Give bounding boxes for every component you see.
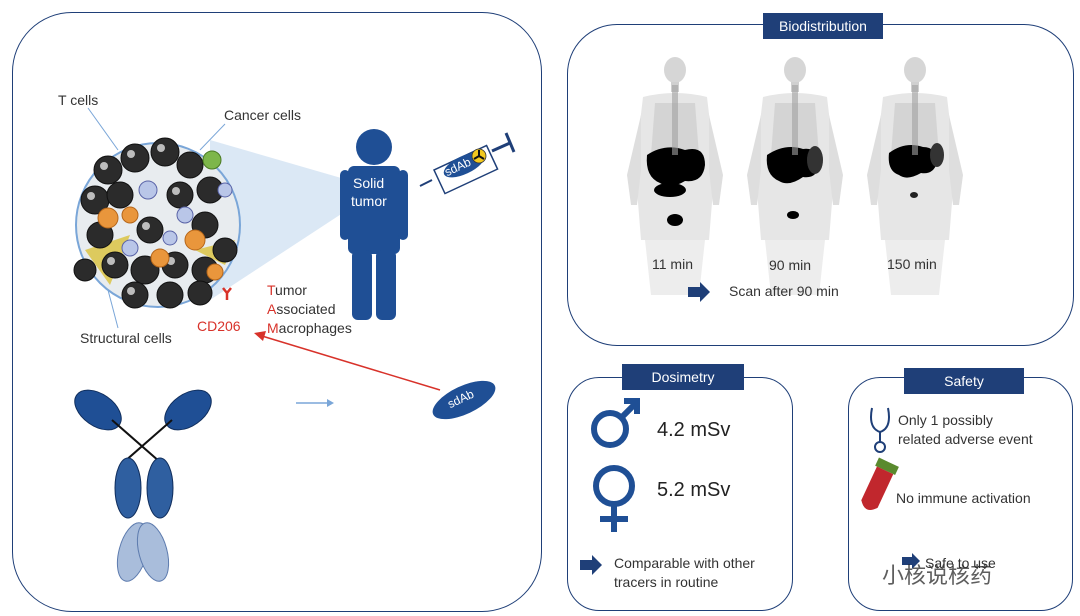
time-90-min: 90 min	[769, 257, 812, 273]
patient-silhouette	[340, 129, 408, 320]
scan-note: Scan after 90 min	[729, 283, 839, 299]
tam-word-associated: Associated	[267, 301, 336, 317]
solid-tumor-label-2: tumor	[351, 193, 387, 209]
immune-activation: No immune activation	[896, 490, 1031, 506]
t-cells-leader	[87, 107, 119, 151]
time-150-min: 150 min	[887, 256, 937, 272]
male-dose: 4.2 mSv	[657, 419, 731, 441]
female-dose: 5.2 mSv	[657, 479, 731, 501]
safe-to-use-label: Safe to use	[925, 555, 996, 571]
cd206-receptor-icon	[222, 287, 232, 300]
watermark-text: 小核说核药	[882, 563, 993, 588]
scan-arrow-icon	[688, 282, 710, 302]
test-tube-icon	[861, 457, 899, 510]
structural-cells-leader	[107, 289, 119, 329]
dosimetry-title: Dosimetry	[622, 364, 744, 390]
safety-arrow-icon	[902, 553, 920, 569]
tumor-microenvironment-panel	[12, 12, 542, 612]
t-cells-label: T cells	[58, 92, 99, 108]
safety-title: Safety	[904, 368, 1024, 394]
adverse-event-1: Only 1 possibly	[898, 412, 993, 428]
male-symbol-icon	[591, 398, 640, 448]
dosimetry-note-2: tracers in routine	[614, 574, 719, 590]
scan-150-min	[867, 57, 963, 295]
dosimetry-note-1: Comparable with other	[614, 555, 755, 571]
adverse-event-2: related adverse event	[898, 431, 1033, 447]
time-11-min: 11 min	[652, 256, 693, 272]
biodistribution-title: Biodistribution	[763, 13, 883, 39]
dosimetry-arrow-icon	[580, 555, 602, 575]
solid-tumor-label-1: Solid	[353, 175, 385, 191]
female-symbol-icon	[593, 465, 635, 532]
scan-90-min	[747, 57, 843, 295]
tam-word-macrophages: Macrophages	[267, 320, 352, 336]
stethoscope-icon	[870, 407, 890, 453]
antibody-icon	[74, 389, 212, 582]
scan-11-min	[627, 57, 723, 295]
binding-arrow	[261, 335, 441, 391]
zoom-cone	[210, 140, 355, 300]
structural-cells-label: Structural cells	[80, 330, 172, 346]
sdab-syringe-icon	[419, 132, 516, 195]
tumor-cells-magnified	[73, 137, 241, 309]
cancer-cells-label: Cancer cells	[224, 107, 302, 123]
cancer-cells-leader	[199, 123, 226, 151]
binding-arrowhead	[254, 331, 266, 341]
cd206-label: CD206	[197, 318, 241, 334]
sdab-molecule	[432, 380, 496, 420]
tam-word-tumor: Tumor	[267, 282, 307, 298]
